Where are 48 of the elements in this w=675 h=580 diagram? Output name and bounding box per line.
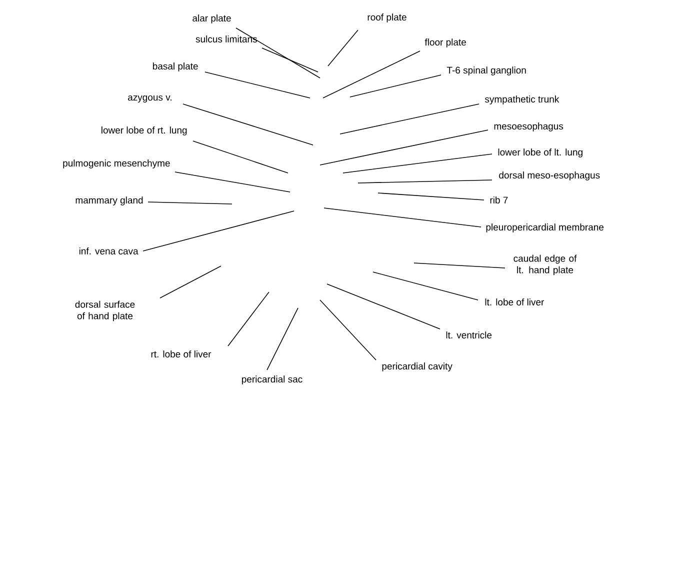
label-text: rib 7	[490, 196, 508, 204]
leader-line	[328, 30, 358, 66]
label-text: mammary gland	[76, 196, 143, 206]
leader-line	[148, 202, 232, 204]
leader-line	[204, 72, 310, 98]
label-text: rt. lobe of liver	[151, 350, 212, 358]
label-text: sulcus limitans	[196, 36, 257, 42]
label-text: pulmogenic mesenchyme	[63, 160, 170, 168]
label-text: caudal edge of lt. hand plate	[514, 254, 577, 276]
label-text: dorsal surface of hand plate	[75, 300, 135, 322]
label-text: roof plate	[368, 14, 406, 22]
label-text: alar plate	[192, 14, 231, 24]
leader-line	[182, 104, 314, 146]
label-text: dorsal meso-esophagus	[499, 172, 600, 180]
label-text: T-6 spinal ganglion	[446, 66, 526, 76]
leader-line	[266, 308, 298, 370]
label-text: pericardial cavity	[382, 362, 452, 372]
label-text: floor plate	[424, 38, 466, 48]
leader-line	[236, 28, 320, 78]
label-text: lower lobe of lt. lung	[498, 148, 582, 158]
label-text: lt. lobe of liver	[485, 298, 544, 306]
leader-line	[340, 104, 480, 134]
leader-line	[324, 208, 482, 228]
leader-line	[142, 210, 294, 252]
leader-line	[192, 140, 288, 174]
label-text: azygous v.	[128, 95, 172, 103]
leader-line	[262, 48, 318, 72]
label-text: pericardial sac	[242, 376, 302, 384]
label-text: mesoesophagus	[494, 122, 564, 132]
leader-line	[320, 130, 488, 166]
leader-line	[378, 192, 484, 200]
label-text: basal plate	[152, 62, 198, 72]
leader-line	[342, 154, 492, 174]
label-text: sympathetic trunk	[484, 96, 560, 104]
leader-line	[414, 262, 506, 268]
label-text: lower lobe of rt. lung	[102, 126, 187, 136]
leader-line	[160, 266, 222, 298]
leader-line	[320, 300, 376, 360]
leader-line	[174, 172, 290, 192]
label-text: pleuropericardial membrane	[486, 224, 604, 232]
label-text: inf. vena cava	[79, 248, 138, 254]
label-text: lt. ventricle	[446, 332, 492, 338]
leader-line	[228, 292, 270, 346]
leader-line	[372, 272, 478, 300]
leader-line	[350, 74, 442, 98]
leader-line	[322, 50, 420, 98]
leader-line	[326, 284, 440, 330]
leader-line	[358, 180, 492, 184]
